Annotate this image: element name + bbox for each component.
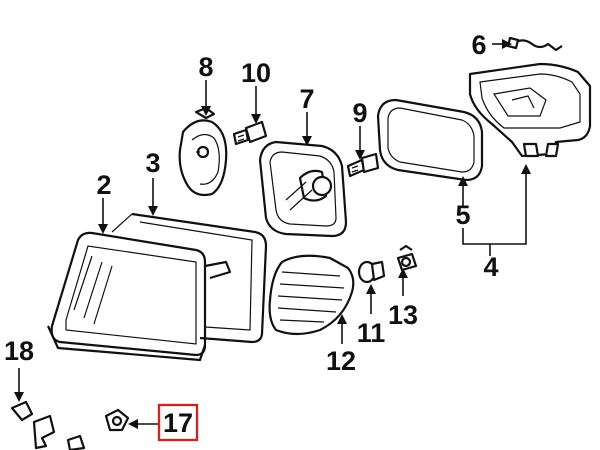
callout-17: 17 xyxy=(163,408,193,438)
trim-ring-part[interactable] xyxy=(376,98,484,182)
bulb-part[interactable] xyxy=(357,260,386,284)
callout-8: 8 xyxy=(198,52,213,82)
highlighted-callout-17[interactable]: 17 xyxy=(157,403,199,442)
side-marker-lens-part[interactable] xyxy=(268,254,355,336)
callout-9: 9 xyxy=(352,98,367,128)
clip-part-17[interactable] xyxy=(104,408,130,432)
wire-harness-part[interactable] xyxy=(506,36,563,52)
screw-part-10[interactable] xyxy=(232,120,268,146)
callout-5: 5 xyxy=(455,200,470,230)
callout-4: 4 xyxy=(483,252,498,282)
callout-6: 6 xyxy=(471,30,486,60)
callout-10: 10 xyxy=(241,58,271,88)
callout-12: 12 xyxy=(326,346,356,376)
gasket-frame-part[interactable] xyxy=(111,212,268,344)
callout-13: 13 xyxy=(388,300,418,330)
callout-7: 7 xyxy=(299,84,314,114)
bulb-housing-part[interactable] xyxy=(258,140,348,238)
screw-part-9[interactable] xyxy=(346,152,380,178)
clip-part-18[interactable] xyxy=(10,400,86,450)
callout-11: 11 xyxy=(357,318,386,348)
socket-part[interactable] xyxy=(396,244,418,272)
highlight-box xyxy=(157,403,199,442)
leader-lines xyxy=(14,39,531,429)
reflector-mount-part[interactable] xyxy=(178,106,228,197)
callout-18: 18 xyxy=(4,336,34,366)
callout-2: 2 xyxy=(96,170,111,200)
mounting-bracket-part[interactable] xyxy=(468,62,592,158)
lens-housing-part[interactable] xyxy=(46,231,207,362)
callout-3: 3 xyxy=(145,148,160,178)
